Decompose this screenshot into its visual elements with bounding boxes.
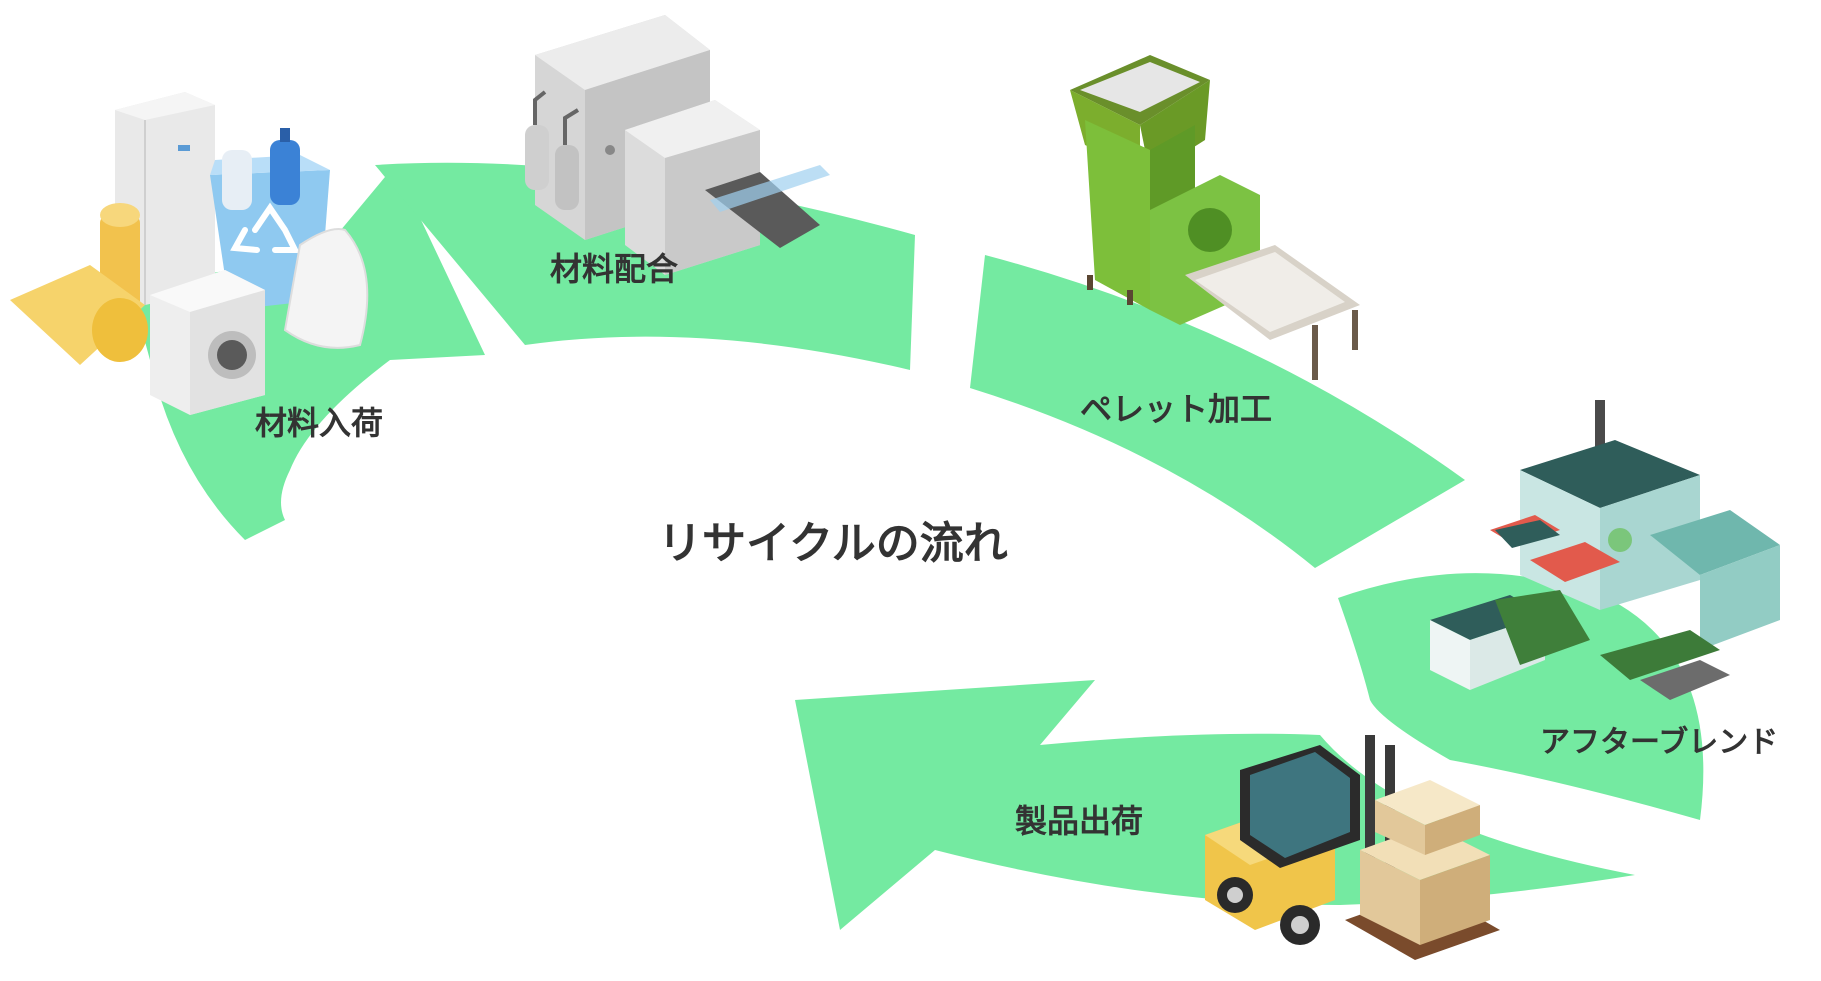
step-label-intake: 材料入荷	[255, 404, 383, 442]
pellet-extruder-icon	[1070, 55, 1360, 380]
arrow-intake	[120, 165, 485, 540]
step-label-ship: 製品出荷	[1015, 802, 1143, 840]
arrow-pellet	[970, 255, 1465, 568]
recycling-factory-icon	[1430, 400, 1780, 700]
diagram-title: リサイクルの流れ	[658, 518, 1008, 569]
step-label-compound: 材料配合	[550, 250, 678, 288]
step-label-after: アフターブレンド	[1540, 725, 1778, 760]
compounding-machine-icon	[525, 15, 830, 275]
forklift-shipping-icon	[1205, 735, 1500, 960]
arrow-after	[1338, 573, 1704, 820]
recyclable-materials-icon	[10, 92, 369, 415]
step-label-pellet: ペレット加工	[1080, 390, 1272, 428]
